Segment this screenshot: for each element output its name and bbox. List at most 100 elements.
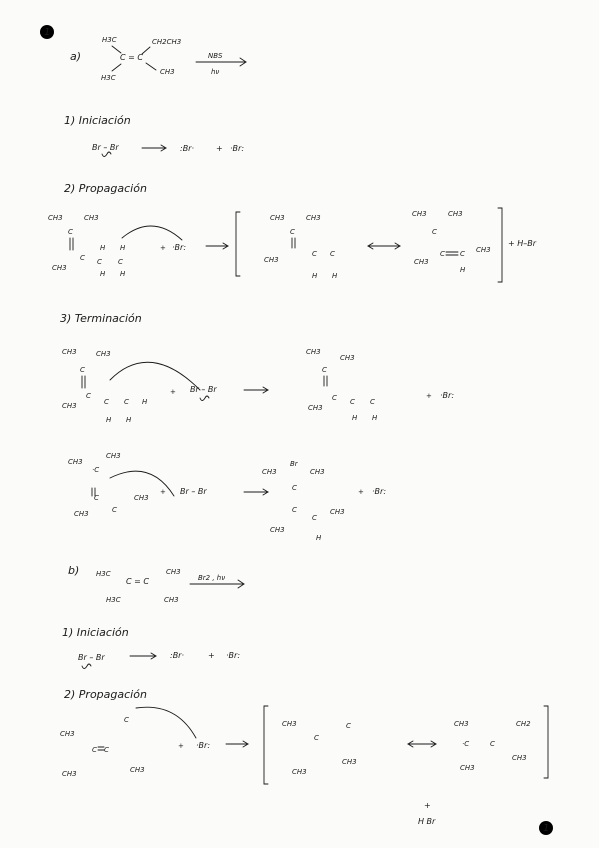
svg-text:CH3: CH3: [62, 402, 77, 410]
svg-text:+: +: [170, 388, 176, 396]
page-number-bottom: 1: [539, 821, 553, 835]
svg-text:C: C: [312, 514, 317, 522]
svg-text:C: C: [86, 392, 91, 400]
br2-reactant: Br – Br: [92, 143, 119, 152]
br-radical-2: ·Br:: [230, 144, 244, 153]
svg-text:H: H: [372, 414, 378, 422]
svg-text:·C: ·C: [92, 466, 99, 474]
svg-text:H3C: H3C: [96, 570, 111, 578]
svg-text:C: C: [112, 506, 117, 514]
svg-text:C: C: [290, 228, 295, 236]
svg-text:C: C: [370, 398, 375, 406]
reagent-br2-hv: Br2 , hν: [198, 574, 225, 582]
svg-text:CH3: CH3: [262, 468, 277, 476]
reagent-nbs: NBS: [208, 52, 223, 60]
svg-text:H3C: H3C: [106, 596, 121, 604]
reaction-arrow-a: [195, 57, 247, 67]
svg-text:CH3: CH3: [282, 720, 297, 728]
svg-text:CH3: CH3: [340, 354, 355, 362]
svg-text:CH3: CH3: [96, 350, 111, 358]
svg-text:C: C: [490, 740, 495, 748]
svg-text:H: H: [126, 416, 132, 424]
reagent-hv: hν: [211, 68, 219, 76]
svg-text:CH3: CH3: [308, 404, 323, 412]
svg-text:C: C: [118, 258, 123, 266]
svg-text:C: C: [104, 398, 109, 406]
svg-text:CH3: CH3: [342, 758, 357, 766]
propagation-a: 2) Propagación CH3 CH3 C C CH3 C C H H H…: [48, 182, 537, 283]
svg-text:C: C: [68, 228, 73, 236]
svg-text:·Br:: ·Br:: [440, 391, 454, 400]
initiation-a: 1) Iniciación Br – Br :Br· + ·Br:: [64, 114, 244, 157]
double-bond: C = C: [120, 53, 143, 62]
group-ch3: CH3: [160, 68, 175, 76]
propagation-b-heading: 2) Propagación: [64, 688, 147, 701]
svg-text:CH3: CH3: [270, 526, 285, 534]
svg-text:H: H: [100, 270, 106, 278]
svg-text:C: C: [292, 484, 297, 492]
svg-text:CH3: CH3: [330, 508, 345, 516]
part-b-label: b): [68, 564, 79, 577]
group-h3c-top: H3C: [102, 36, 117, 44]
svg-text:CH3: CH3: [164, 596, 179, 604]
svg-text:CH3: CH3: [454, 720, 469, 728]
svg-text:CH3: CH3: [134, 494, 149, 502]
svg-text:CH3: CH3: [306, 214, 321, 222]
svg-text:H: H: [352, 414, 358, 422]
svg-text:C = C: C = C: [126, 577, 149, 586]
svg-text:CH3: CH3: [460, 764, 475, 772]
svg-text:Br – Br: Br – Br: [190, 385, 217, 394]
svg-text:+: +: [424, 801, 431, 810]
hbr-product: + H–Br: [508, 239, 537, 248]
svg-text:H: H: [120, 244, 126, 252]
svg-text:C: C: [92, 746, 97, 754]
svg-text:·Br:: ·Br:: [226, 651, 240, 660]
svg-text:C: C: [80, 254, 85, 262]
br-radical: ·Br:: [172, 243, 186, 252]
svg-text:H Br: H Br: [418, 817, 436, 826]
svg-text:CH3: CH3: [412, 210, 427, 218]
svg-text:C: C: [124, 398, 129, 406]
svg-text:C: C: [124, 716, 129, 724]
termination-a-heading: 3) Terminación: [60, 312, 142, 325]
svg-text:C: C: [80, 366, 85, 374]
curved-arrow: [121, 225, 183, 241]
svg-text:CH3: CH3: [68, 458, 83, 466]
svg-text:+: +: [216, 144, 223, 153]
svg-text:C: C: [440, 250, 445, 258]
svg-text:+: +: [208, 651, 215, 660]
svg-text:H: H: [100, 244, 106, 252]
svg-text::Br·: :Br·: [170, 651, 184, 660]
svg-text:CH3: CH3: [166, 568, 181, 576]
propagation-a-heading: 2) Propagación: [64, 182, 147, 195]
svg-text:1: 1: [44, 27, 50, 38]
svg-text:CH3: CH3: [130, 766, 145, 774]
svg-text:C: C: [322, 366, 327, 374]
svg-text:Br: Br: [290, 460, 299, 468]
svg-text:H: H: [142, 398, 148, 406]
svg-text:·Br:: ·Br:: [196, 741, 210, 750]
svg-text:C: C: [314, 734, 319, 742]
svg-text:+: +: [160, 488, 166, 496]
homolysis-arrow: [101, 151, 112, 157]
svg-text:1: 1: [543, 823, 549, 834]
svg-text:C: C: [330, 250, 335, 258]
svg-text:CH3: CH3: [52, 264, 67, 272]
svg-text:+: +: [160, 244, 166, 252]
svg-text:CH3: CH3: [62, 348, 77, 356]
group-ch2ch3: CH2CH3: [152, 38, 181, 46]
page-number-top: 1: [40, 25, 54, 39]
part-b-reaction: b) H3C H3C CH3 CH3 C = C Br2 , hν: [68, 564, 245, 604]
svg-text:C: C: [350, 398, 355, 406]
svg-text:C: C: [292, 506, 297, 514]
initiation-b-heading: 1) Iniciación: [62, 626, 129, 639]
svg-text:CH3: CH3: [476, 246, 491, 254]
svg-text:CH3: CH3: [270, 214, 285, 222]
svg-text:+: +: [178, 742, 184, 750]
svg-text:H: H: [332, 272, 338, 280]
svg-text:CH3: CH3: [84, 214, 99, 222]
svg-text:CH3: CH3: [414, 258, 429, 266]
svg-text:H: H: [106, 416, 112, 424]
svg-text:C: C: [94, 494, 99, 502]
